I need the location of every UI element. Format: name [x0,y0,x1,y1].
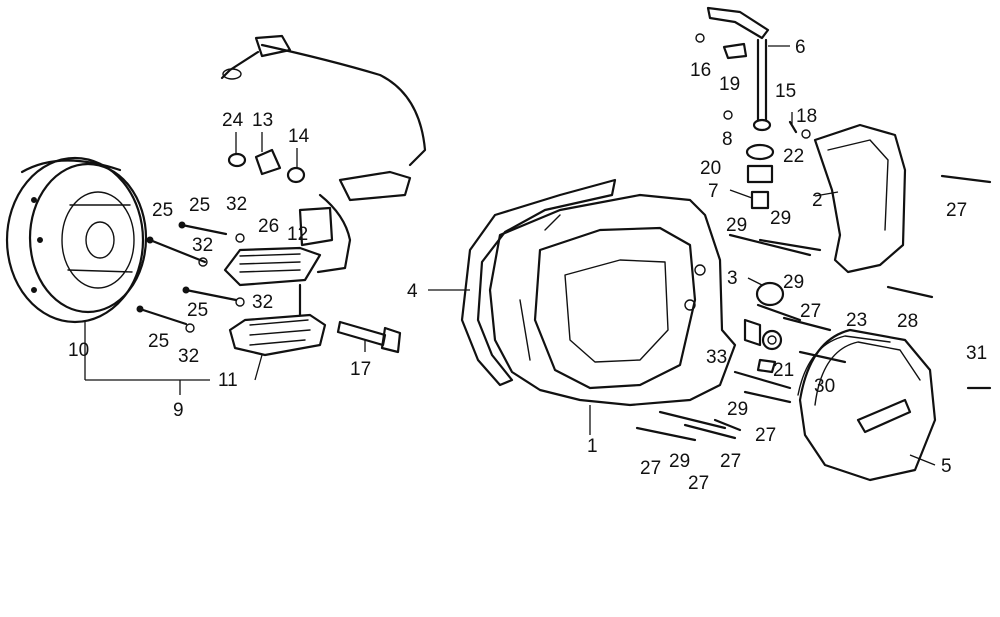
callout-4: 4 [407,281,418,302]
flywheel-rotor [5,156,148,324]
callout-24: 24 [222,110,244,131]
callout-25b: 25 [189,195,210,216]
callout-32c: 32 [252,292,273,313]
callout-15: 15 [775,81,796,102]
callouts: 1 2 3 4 5 6 7 8 9 10 11 12 13 14 15 16 1… [68,37,987,494]
callout-25d: 25 [148,331,169,352]
callout-27b: 27 [800,301,821,322]
callout-23: 23 [846,310,867,331]
kick-shaft-assembly [695,6,811,210]
generator-cover [798,328,937,482]
callout-29a: 29 [726,215,747,236]
callout-25c: 25 [187,300,208,321]
callout-30: 30 [814,376,835,397]
callout-21: 21 [773,360,794,381]
callout-32d: 32 [178,346,199,367]
callout-17: 17 [350,359,371,380]
callout-29b: 29 [770,208,791,229]
callout-5: 5 [941,456,952,477]
stator-bolts [136,221,245,333]
callout-16: 16 [690,60,711,81]
callout-32b: 32 [192,235,213,256]
small-fittings [227,148,306,184]
callout-9: 9 [173,400,184,421]
callout-32a: 32 [226,194,247,215]
callout-29d: 29 [727,399,748,420]
callout-29c: 29 [783,272,804,293]
oil-seal [743,318,783,374]
callout-18: 18 [796,106,817,127]
callout-7: 7 [708,181,719,202]
callout-11: 11 [218,370,238,391]
callout-25a: 25 [152,200,173,221]
callout-28: 28 [897,311,918,332]
callout-29e: 29 [669,451,690,472]
callout-8: 8 [722,129,733,150]
callout-27c: 27 [755,425,776,446]
callout-13: 13 [252,110,273,131]
callout-33: 33 [706,347,727,368]
callout-19: 19 [719,74,740,95]
plug-cap [755,281,785,307]
callout-27d: 27 [720,451,741,472]
callout-6: 6 [795,37,806,58]
leader-lines [84,45,936,466]
callout-2: 2 [812,190,823,211]
cover-gasket [797,335,891,396]
crankcase-gasket [460,178,617,387]
callout-10: 10 [68,340,89,361]
callout-26: 26 [258,216,279,237]
callout-22: 22 [783,146,804,167]
callout-14: 14 [288,126,310,147]
callout-20: 20 [700,158,721,179]
crankcase-cover [488,193,737,407]
side-cover [813,123,907,274]
wiring-harness [220,34,427,274]
callout-12: 12 [287,224,308,245]
callout-3: 3 [727,268,738,289]
cover-bolts [635,174,992,442]
callout-1: 1 [587,436,598,457]
callout-27e: 27 [640,458,661,479]
mounting-bolt [336,320,402,354]
callout-27f: 27 [688,473,709,494]
callout-31: 31 [966,343,987,364]
ignition-coils [223,246,327,357]
callout-27a: 27 [946,200,967,221]
